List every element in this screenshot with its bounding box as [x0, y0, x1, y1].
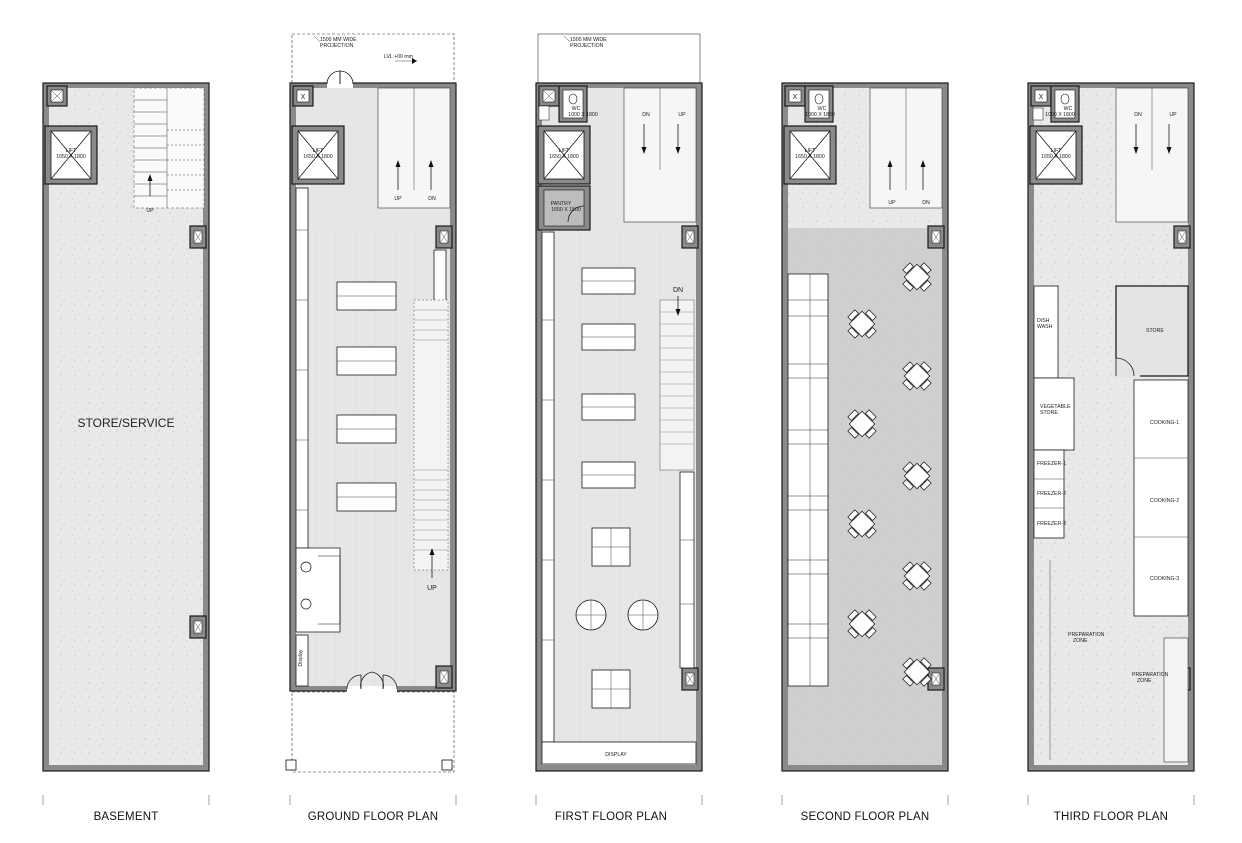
third-lift-size: 1650 X 1800	[1041, 154, 1071, 160]
first-stair: DN UP	[623, 87, 697, 223]
second-duct-x: X	[793, 94, 798, 101]
ground-projection-size: 1500 MM WIDE	[320, 37, 357, 43]
third-prep-right-line1: PREPARATION	[1132, 672, 1169, 678]
third-lift-label: LIFT	[1051, 148, 1062, 154]
ground-upper-stair-up: UP	[427, 585, 437, 592]
third-vegetable-line2: STORE	[1040, 410, 1058, 416]
third-wc-size: 1000 X 1800	[1045, 112, 1075, 118]
third-vegetable-line1: VEGETABLE	[1040, 404, 1071, 410]
first-wc-size: 1000 X 1800	[568, 112, 598, 118]
basement-title: BASEMENT	[94, 811, 159, 823]
third-stair: DN UP	[1115, 87, 1189, 223]
basement-store-service-label: STORE/SERVICE	[78, 416, 175, 430]
third-prep-right-line2: ZONE	[1137, 678, 1152, 684]
third-cooking-3: COOKING-3	[1150, 576, 1179, 582]
first-title: FIRST FLOOR PLAN	[555, 811, 667, 823]
ground-stair-up: UP	[394, 196, 402, 202]
second-title: SECOND FLOOR PLAN	[801, 811, 930, 823]
plan-second: X WC 1000 X 1800 LIFT 1650 X 1800 UP DN	[781, 82, 949, 823]
basement-stair-up: UP	[146, 208, 154, 214]
first-stair-up: UP	[678, 112, 686, 118]
ground-stair: UP DN	[377, 87, 451, 209]
first-projection-outline	[537, 33, 701, 85]
third-freezer-2: FREEZER-2	[1037, 491, 1066, 497]
third-prep-left-line2: ZONE	[1073, 638, 1088, 644]
second-wc-label: WC	[818, 106, 827, 112]
basement-lift-label: LIFT	[66, 148, 77, 154]
third-dish-wash-line2: WASH	[1037, 324, 1053, 330]
second-lift-label: LIFT	[805, 148, 816, 154]
second-stair-dn: DN	[922, 200, 930, 206]
third-duct-x: X	[1039, 94, 1044, 101]
first-lift-size: 1650 X 1800	[549, 154, 579, 160]
first-stair-dn: DN	[642, 112, 650, 118]
second-dining-tables	[847, 262, 932, 687]
plan-ground: 1500 MM WIDE PROJECTION LVL +00 mm X L	[285, 33, 457, 823]
third-wc-label: WC	[1064, 106, 1073, 112]
second-stair: UP DN	[869, 87, 943, 209]
first-pantry-size: 1650 X 1500	[551, 207, 581, 213]
second-lift-size: 1650 X 1800	[795, 154, 825, 160]
third-store-label: STORE	[1146, 328, 1164, 334]
ground-stair-dn: DN	[428, 196, 436, 202]
plan-third: X WC 1000 X 1800 LIFT 1650 X 1800 DN UP	[1027, 82, 1195, 823]
second-wc-size: 1000 X 1800	[805, 112, 835, 118]
third-cooking-1: COOKING-1	[1150, 420, 1179, 426]
ground-lift-label: LIFT	[313, 148, 324, 154]
ground-lift-size: 1650 X 1800	[303, 154, 333, 160]
ground-duct-x: X	[301, 94, 306, 101]
third-freezer-3: FREEZER-3	[1037, 521, 1066, 527]
first-display-label: DISPLAY	[605, 752, 627, 758]
second-stair-up: UP	[888, 200, 896, 206]
basement-stair: UP	[133, 87, 205, 214]
third-prep-left-line1: PREPARATION	[1068, 632, 1105, 638]
ground-title: GROUND FLOOR PLAN	[308, 811, 439, 823]
first-wc-label: WC	[572, 106, 581, 112]
third-freezer-1: FREEZER-1	[1037, 461, 1066, 467]
first-right-stair-dn: DN	[673, 287, 683, 294]
ground-display-label: Display	[298, 649, 304, 666]
third-stair-up: UP	[1169, 112, 1177, 118]
first-projection-label: PROJECTION	[570, 43, 604, 49]
first-pantry-label: PANTRY	[551, 201, 572, 207]
basement-lift-size: 1650 X 1800	[56, 154, 86, 160]
third-stair-dn: DN	[1134, 112, 1142, 118]
first-lift-label: LIFT	[559, 148, 570, 154]
first-projection-size: 1500 MM WIDE	[570, 37, 607, 43]
ground-projection-outline	[291, 33, 455, 85]
plan-first: 1500 MM WIDE PROJECTION WC 1000 X 1800 L…	[535, 33, 703, 823]
ground-level-label: LVL +00 mm	[384, 54, 413, 60]
third-dish-wash-line1: DISH	[1037, 318, 1050, 324]
plan-basement: LIFT 1650 X 1800 UP	[42, 82, 210, 823]
third-title: THIRD FLOOR PLAN	[1054, 811, 1168, 823]
third-cooking-2: COOKING-2	[1150, 498, 1179, 504]
ground-projection-label: PROJECTION	[320, 43, 354, 49]
second-booth-seating	[787, 273, 829, 687]
